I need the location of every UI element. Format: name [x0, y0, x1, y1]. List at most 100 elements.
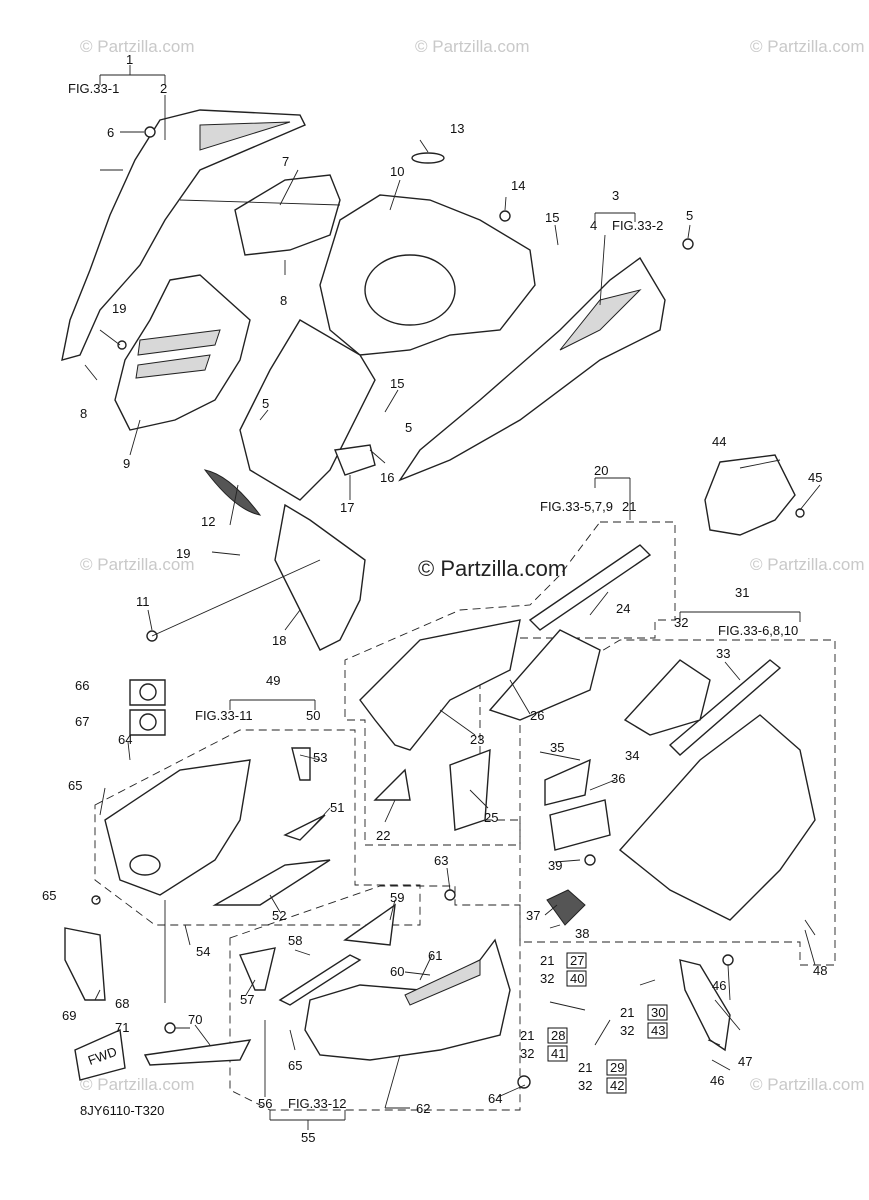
label-7: 7 — [282, 154, 289, 169]
label-64: 64 — [118, 732, 132, 747]
part-33-strip — [668, 659, 782, 756]
label-5: 5 — [686, 208, 693, 223]
label-53: 53 — [313, 750, 327, 765]
label-55: 55 — [301, 1130, 315, 1145]
front-cowl-body — [239, 319, 376, 501]
part-4-stripe — [559, 289, 642, 351]
label-25: 25 — [484, 810, 498, 825]
fwd-arrow — [74, 1028, 126, 1081]
label-28: 28 — [551, 1028, 565, 1043]
label-39: 39 — [548, 858, 562, 873]
leader-lines — [84, 65, 821, 1130]
box-28 — [547, 1027, 568, 1044]
label-20: 20 — [594, 463, 608, 478]
part-31-side-panel — [618, 714, 816, 921]
fastener-45 — [795, 508, 805, 518]
label-51: 51 — [330, 800, 344, 815]
label-62: 62 — [416, 1101, 430, 1116]
label-38: 38 — [575, 926, 589, 941]
watermark: © Partzilla.com — [415, 37, 530, 56]
watermark-main: © Partzilla.com — [418, 556, 566, 581]
label-8: 8 — [80, 406, 87, 421]
label-60: 60 — [390, 964, 404, 979]
part-9-slats — [135, 329, 221, 379]
label-24: 24 — [616, 601, 630, 616]
box-41 — [547, 1045, 568, 1062]
fastener-64 — [517, 1075, 531, 1089]
label-3: 3 — [612, 188, 619, 203]
label-31: 31 — [735, 585, 749, 600]
label-12: 12 — [201, 514, 215, 529]
label-70: 70 — [188, 1012, 202, 1027]
part-70-strip — [143, 1039, 252, 1066]
part-58-strip — [278, 954, 362, 1006]
label-15: 15 — [545, 210, 559, 225]
label-68: 68 — [115, 996, 129, 1011]
label-54: 54 — [196, 944, 210, 959]
label-19: 19 — [112, 301, 126, 316]
part-53-bracket — [291, 747, 311, 781]
fastener-71 — [164, 1022, 176, 1034]
part-13-emblem — [411, 152, 445, 164]
label-42: 42 — [610, 1078, 624, 1093]
part-18-inner-duct — [274, 503, 366, 651]
label-59: 59 — [390, 890, 404, 905]
box-30 — [647, 1004, 668, 1021]
part-57-bracket — [239, 947, 276, 991]
label-21: 21 — [520, 1028, 534, 1043]
part-22-triangle — [373, 768, 411, 801]
fastener-5 — [682, 238, 694, 250]
label-5: 5 — [405, 420, 412, 435]
fig-ref: FIG.33-1 — [68, 81, 119, 96]
label-23: 23 — [470, 732, 484, 747]
part-52-panel — [212, 859, 331, 906]
label-67: 67 — [75, 714, 89, 729]
fig-ref: FIG.33-2 — [612, 218, 663, 233]
label-9: 9 — [123, 456, 130, 471]
label-29: 29 — [610, 1060, 624, 1075]
label-47: 47 — [738, 1054, 752, 1069]
label-13: 13 — [450, 121, 464, 136]
label-45: 45 — [808, 470, 822, 485]
label-57: 57 — [240, 992, 254, 1007]
label-4: 4 — [590, 218, 597, 233]
label-65: 65 — [288, 1058, 302, 1073]
part-61-piece — [404, 959, 481, 1006]
label-34: 34 — [625, 748, 639, 763]
fig-ref: FIG.33-5,7,9 — [540, 499, 613, 514]
label-17: 17 — [340, 500, 354, 515]
box-40 — [566, 970, 587, 987]
label-32: 32 — [674, 615, 688, 630]
part-24-strip — [528, 544, 652, 631]
label-71: 71 — [115, 1020, 129, 1035]
label-49: 49 — [266, 673, 280, 688]
label-2: 2 — [160, 81, 167, 96]
label-18: 18 — [272, 633, 286, 648]
box-42 — [606, 1077, 627, 1094]
part-7-inner-panel — [234, 174, 341, 256]
label-44: 44 — [712, 434, 726, 449]
label-40: 40 — [570, 971, 584, 986]
label-65: 65 — [42, 888, 56, 903]
label-5: 5 — [262, 396, 269, 411]
label-52: 52 — [272, 908, 286, 923]
label-19: 19 — [176, 546, 190, 561]
label-21: 21 — [620, 1005, 634, 1020]
label-16: 16 — [380, 470, 394, 485]
watermark: © Partzilla.com — [80, 1075, 195, 1094]
label-37: 37 — [526, 908, 540, 923]
fastener-6 — [144, 126, 156, 138]
fig-ref: FIG.33-6,8,10 — [718, 623, 798, 638]
label-36: 36 — [611, 771, 625, 786]
diagram-code: 8JY6110-T320 — [80, 1103, 164, 1118]
fig-ref: FIG.33-11 — [195, 708, 253, 723]
label-11: 11 — [136, 594, 150, 609]
label-69: 69 — [62, 1008, 76, 1023]
part-37-grille — [546, 889, 586, 926]
label-6: 6 — [107, 125, 114, 140]
watermark: © Partzilla.com — [750, 1075, 865, 1094]
part-35-piece — [544, 758, 591, 806]
part-69-side-piece — [64, 927, 106, 1001]
label-1: 1 — [126, 52, 133, 67]
